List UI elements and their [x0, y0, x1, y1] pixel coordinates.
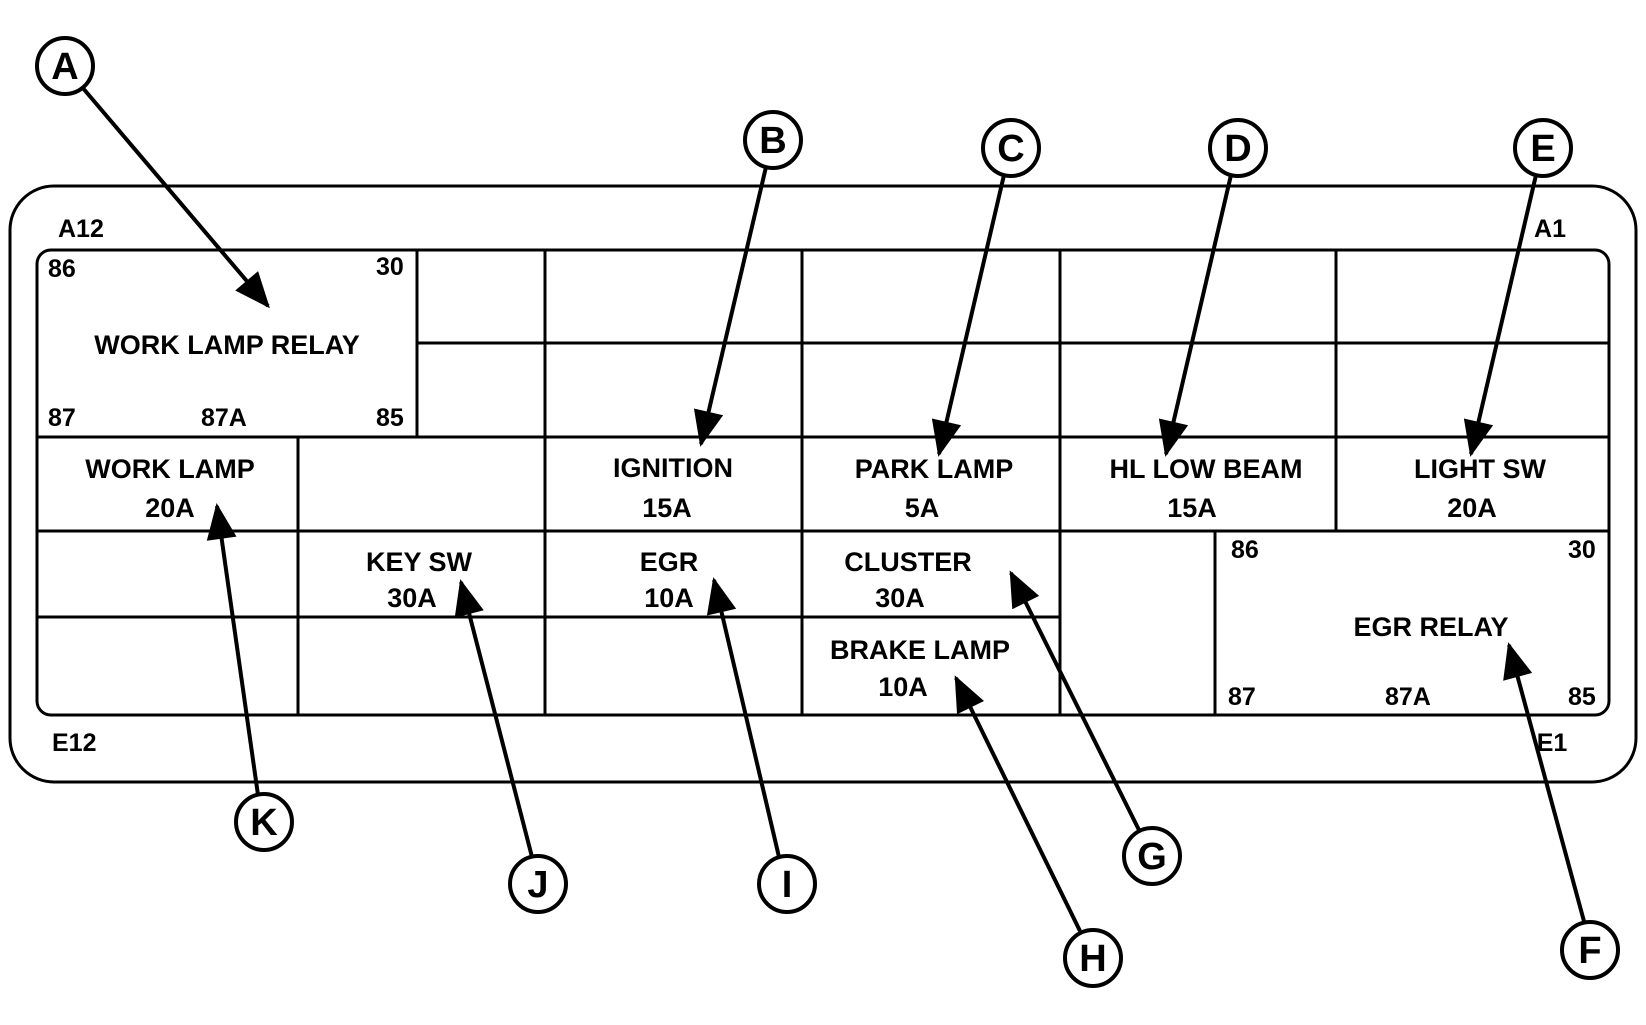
- relay-pin: 30: [1568, 536, 1596, 564]
- relay-pin: 86: [1231, 536, 1259, 564]
- fuse-rating: 20A: [145, 493, 195, 523]
- leader-k: [206, 503, 260, 796]
- fuse-rating: 30A: [387, 583, 437, 613]
- relay-pin: 87: [48, 404, 76, 432]
- leader-d: [1158, 174, 1233, 457]
- fuse-rating: 10A: [878, 672, 928, 702]
- svg-text:K: K: [250, 802, 278, 844]
- fuse-cluster: CLUSTER 30A: [844, 547, 972, 613]
- leader-i: [706, 577, 781, 858]
- callouts: A B C D E F G H: [35, 36, 1620, 988]
- fuse-rating: 30A: [875, 583, 925, 613]
- leader-g: [1009, 570, 1141, 831]
- fuse-work-lamp: WORK LAMP 20A: [85, 454, 254, 523]
- fuse-name: WORK LAMP: [85, 454, 254, 484]
- fuse-rating: 20A: [1447, 493, 1497, 523]
- relay-pin: 86: [48, 255, 76, 283]
- fuse-light-sw: LIGHT SW 20A: [1414, 454, 1546, 523]
- fuse-hl-low-beam: HL LOW BEAM 15A: [1110, 454, 1303, 523]
- fuse-rating: 5A: [905, 493, 940, 523]
- callout-j: J: [508, 854, 568, 914]
- svg-text:A: A: [51, 46, 78, 88]
- fuse-park-lamp: PARK LAMP 5A: [855, 454, 1014, 523]
- svg-text:H: H: [1079, 938, 1106, 980]
- callout-i: I: [757, 854, 817, 914]
- fuse-ignition: IGNITION 15A: [613, 453, 733, 523]
- callout-e: E: [1513, 118, 1573, 178]
- leader-h: [954, 675, 1082, 932]
- work-lamp-relay: 86 30 WORK LAMP RELAY 87 87A 85: [48, 253, 404, 432]
- leader-a: [80, 85, 270, 309]
- callout-b: B: [743, 110, 803, 170]
- relay-pin: 85: [1568, 683, 1596, 711]
- corner-label-a12: A12: [58, 215, 104, 243]
- relay-pin: 85: [376, 404, 404, 432]
- svg-text:E: E: [1530, 128, 1555, 170]
- relay-label: EGR RELAY: [1353, 612, 1508, 642]
- fuse-brake-lamp: BRAKE LAMP 10A: [830, 635, 1010, 702]
- leader-f: [1503, 642, 1587, 926]
- fuse-name: KEY SW: [366, 547, 473, 577]
- fuse-rating: 10A: [644, 583, 694, 613]
- leader-b: [693, 166, 768, 447]
- callout-c: C: [981, 118, 1041, 178]
- corner-label-e12: E12: [52, 729, 96, 757]
- fuse-panel: [35, 248, 1611, 717]
- fuse-egr: EGR 10A: [640, 547, 699, 613]
- fuse-name: HL LOW BEAM: [1110, 454, 1303, 484]
- relay-pin: 87A: [1385, 683, 1431, 711]
- svg-text:I: I: [782, 864, 793, 906]
- callout-f: F: [1560, 920, 1620, 980]
- fuse-name: IGNITION: [613, 453, 733, 483]
- svg-text:C: C: [997, 128, 1024, 170]
- callout-h: H: [1063, 928, 1123, 988]
- fuse-name: EGR: [640, 547, 699, 577]
- fuse-name: BRAKE LAMP: [830, 635, 1010, 665]
- leader-e: [1463, 174, 1538, 457]
- callout-d: D: [1208, 118, 1268, 178]
- fuse-rating: 15A: [642, 493, 692, 523]
- fuse-key-sw: KEY SW 30A: [366, 547, 473, 613]
- relay-label: WORK LAMP RELAY: [94, 330, 360, 360]
- leader-j: [454, 579, 534, 858]
- relay-pin: 87A: [201, 404, 247, 432]
- panel-grid: [37, 250, 1609, 715]
- leader-c: [931, 174, 1006, 457]
- corner-label-e1: E1: [1537, 729, 1568, 757]
- callout-g: G: [1122, 826, 1182, 886]
- corner-label-a1: A1: [1534, 215, 1566, 243]
- svg-text:B: B: [759, 120, 786, 162]
- egr-relay: 86 30 EGR RELAY 87 87A 85: [1228, 536, 1596, 711]
- svg-text:D: D: [1224, 128, 1251, 170]
- fuse-name: CLUSTER: [844, 547, 972, 577]
- fuse-rating: 15A: [1167, 493, 1217, 523]
- fuse-name: LIGHT SW: [1414, 454, 1546, 484]
- relay-pin: 30: [376, 253, 404, 281]
- svg-text:G: G: [1137, 836, 1167, 878]
- callout-a: A: [35, 36, 95, 96]
- callout-k: K: [234, 792, 294, 852]
- relay-pin: 87: [1228, 683, 1256, 711]
- svg-text:F: F: [1578, 930, 1601, 972]
- fuse-name: PARK LAMP: [855, 454, 1014, 484]
- svg-text:J: J: [527, 864, 548, 906]
- callout-leaders: [80, 85, 1587, 932]
- fuse-box-housing: [8, 184, 1638, 784]
